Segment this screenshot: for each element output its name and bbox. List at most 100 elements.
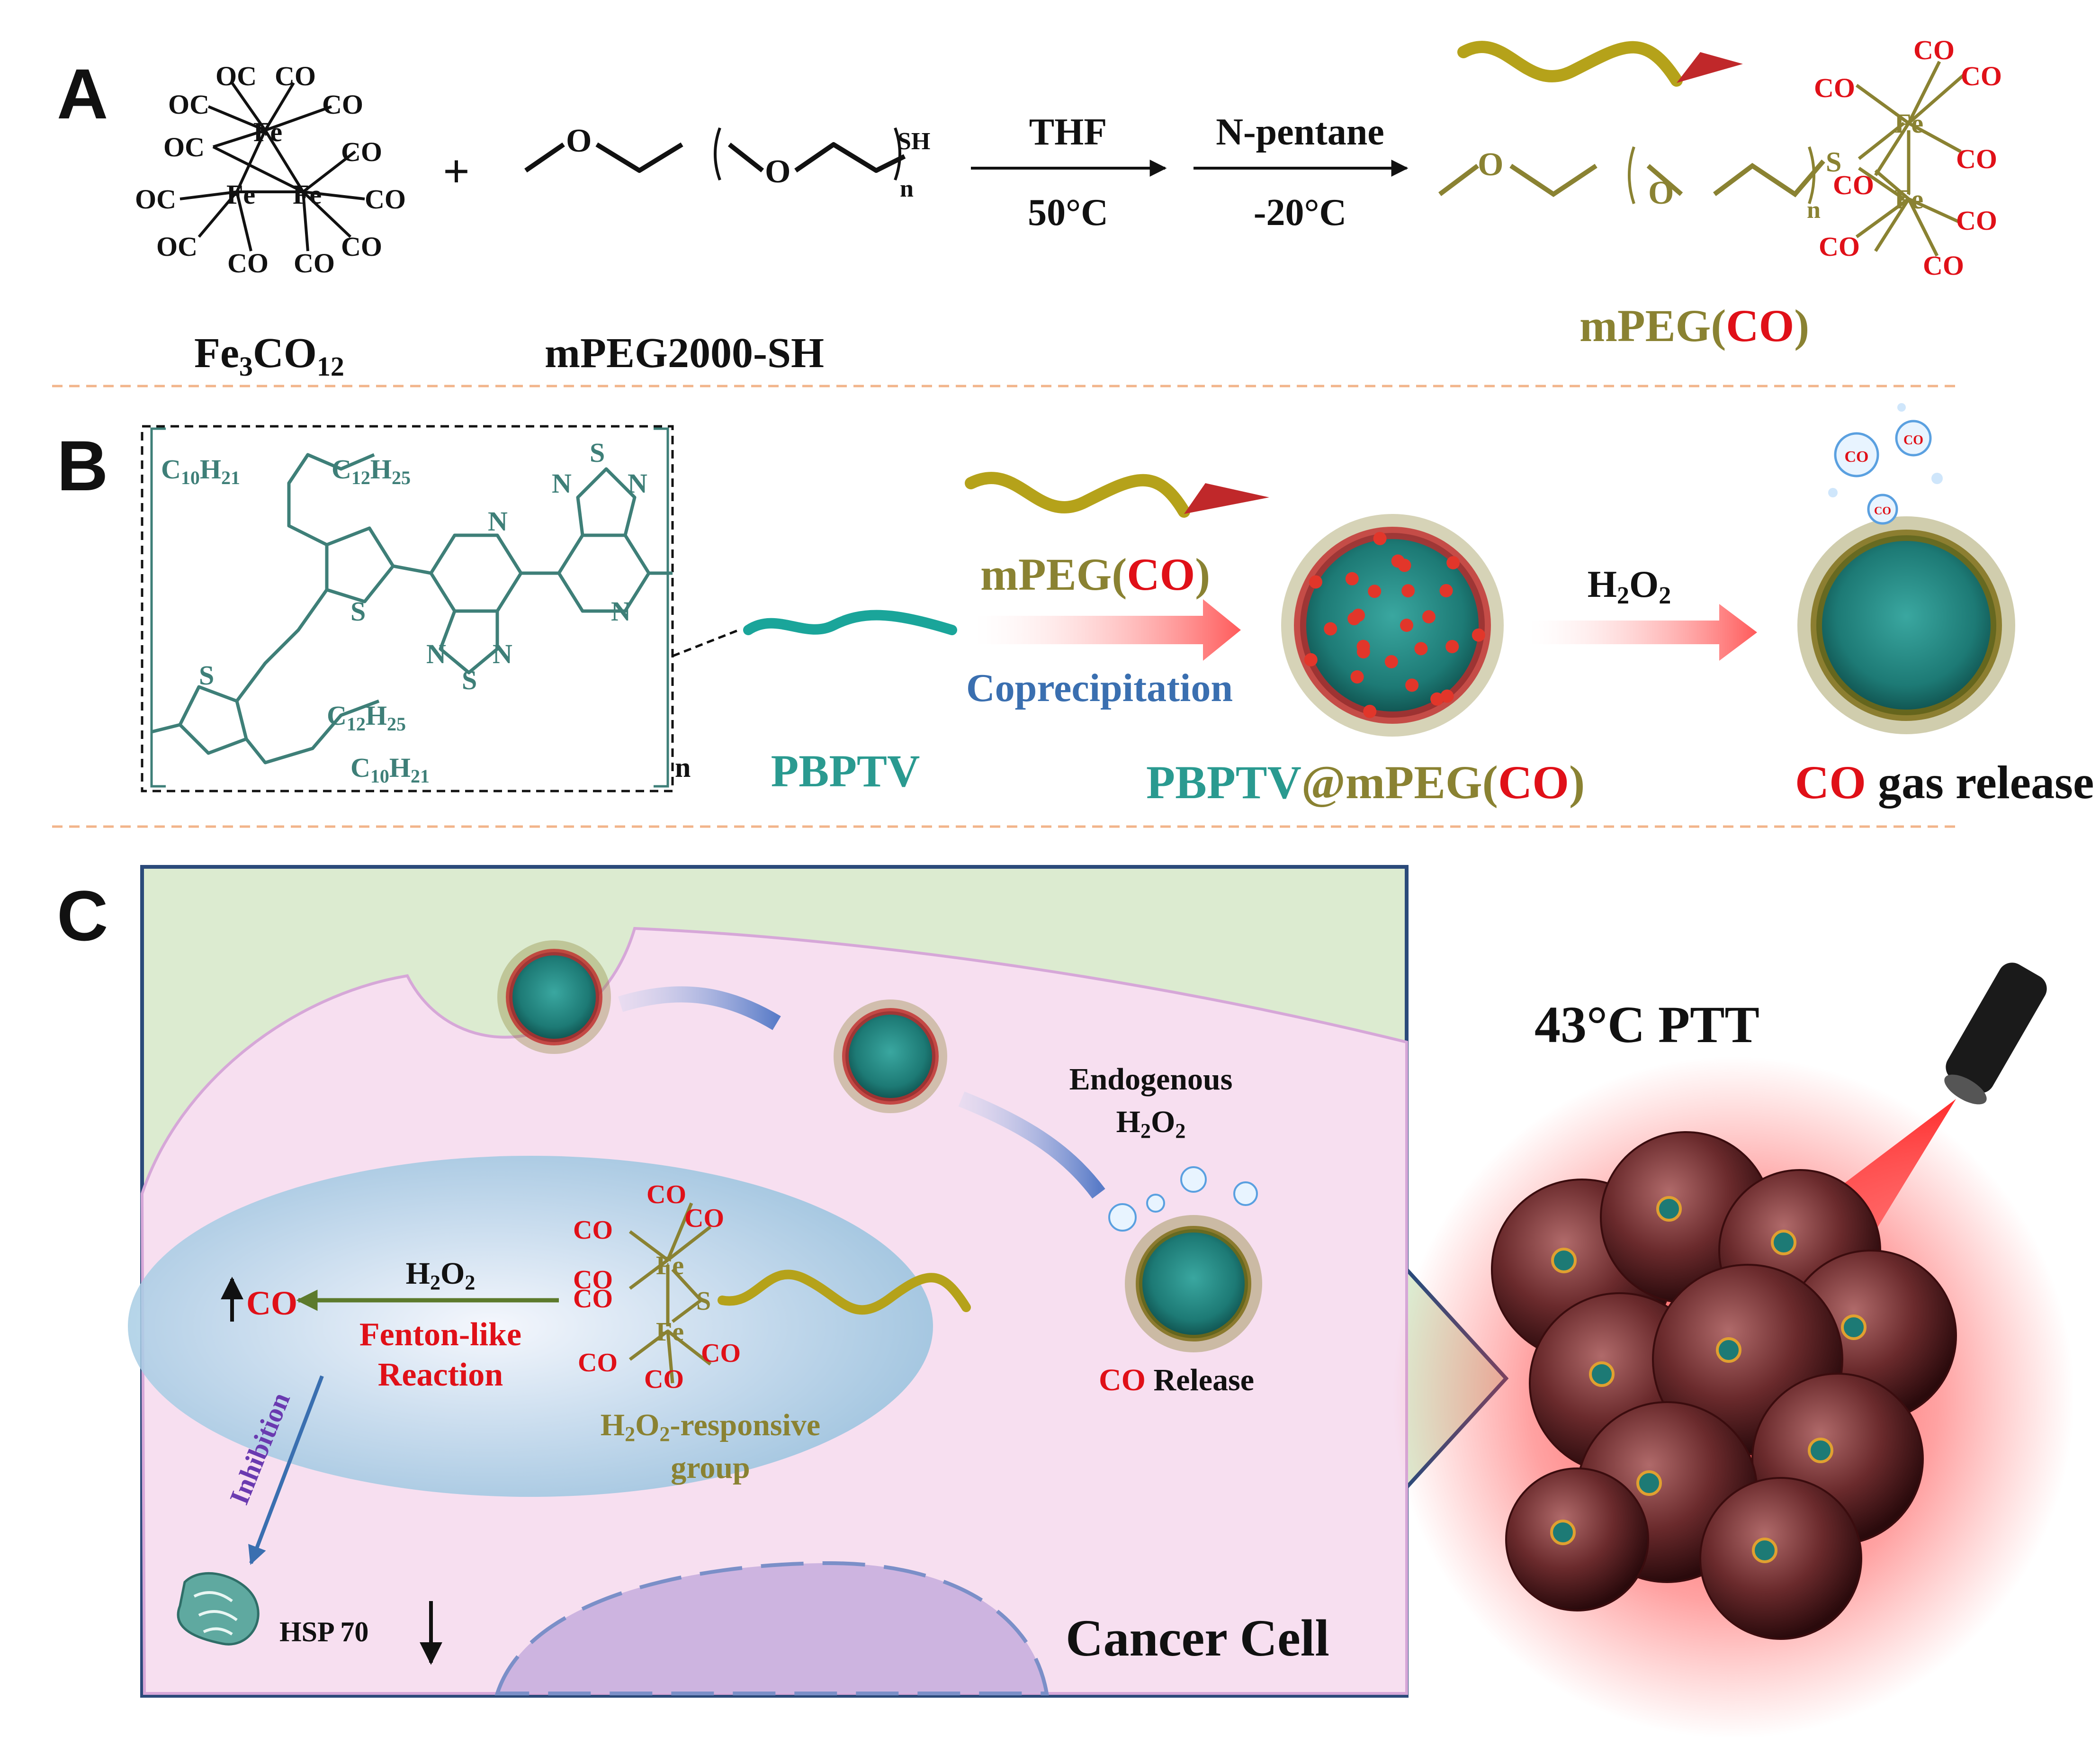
nanoparticle-co-dots <box>1304 531 1485 718</box>
svg-text:CO: CO <box>227 248 269 279</box>
responsive-group-structure <box>628 1202 712 1384</box>
coprecipitation-label: Coprecipitation <box>966 666 1233 710</box>
hsp70-protein-icon <box>177 1572 260 1646</box>
tumor-nanoparticle <box>1656 1196 1682 1222</box>
pbptv-mpeg-co-label: PBPTV@mPEG(CO) <box>1146 756 1585 809</box>
pbptv-chain-cartoon <box>743 610 957 635</box>
tumor-nanoparticle <box>1551 1248 1577 1273</box>
svg-text:N: N <box>611 596 631 627</box>
svg-text:CO: CO <box>275 61 316 91</box>
co-dot <box>1446 556 1460 569</box>
co-dot <box>1309 575 1323 589</box>
svg-text:N: N <box>552 468 572 499</box>
svg-text:CO: CO <box>1913 35 1955 65</box>
ptt-label: 43°C PTT <box>1535 996 1759 1053</box>
svg-text:n: n <box>1807 197 1821 224</box>
co-dot <box>1422 610 1436 624</box>
svg-text:Fe: Fe <box>656 1317 684 1347</box>
svg-text:OC: OC <box>135 184 176 215</box>
svg-text:CO: CO <box>341 231 382 262</box>
fe2-core-fe-labels: Fe Fe <box>1894 108 1923 215</box>
svg-text:OC: OC <box>156 231 197 262</box>
step-2-temp: -20°C <box>1254 192 1346 234</box>
svg-text:CO: CO <box>573 1284 613 1314</box>
svg-text:S: S <box>350 596 366 627</box>
svg-text:Fe: Fe <box>1894 108 1923 139</box>
co-dot <box>1445 639 1459 653</box>
tumor-nanoparticle <box>1636 1470 1662 1496</box>
step-1-temp: 50°C <box>1028 192 1108 234</box>
mpeg-sh-name: mPEG2000-SH <box>545 330 824 377</box>
svg-text:CO: CO <box>341 136 382 167</box>
mpeg-co-cone-cartoon <box>1184 483 1269 514</box>
nanoparticle-co-loaded <box>1281 514 1504 737</box>
fe3co12-name: Fe3CO12 <box>194 330 344 382</box>
nanoparticle-co-release <box>1108 1166 1262 1352</box>
tumor-nanoparticle <box>1550 1520 1576 1545</box>
mpeg-co-structure <box>1438 146 1825 204</box>
mpeg-co-name: mPEG(CO) <box>1579 300 1809 351</box>
fe2-core-bonds <box>1855 61 1967 257</box>
mpeg-co-reagent-label: mPEG(CO) <box>980 549 1210 600</box>
svg-text:Fe: Fe <box>656 1251 684 1280</box>
svg-text:OC: OC <box>163 132 205 162</box>
co-gas-release-label: CO gas release <box>1795 756 2094 809</box>
svg-text:O: O <box>1648 175 1674 211</box>
h2o2-arrow-label: H2O2 <box>1588 564 1671 609</box>
tumor-cluster <box>1491 1131 1957 1640</box>
tumor-nanoparticle <box>1716 1337 1741 1363</box>
svg-text:CO: CO <box>1903 433 1923 448</box>
co-dot <box>1356 639 1370 653</box>
tumor-nanoparticle <box>1771 1230 1796 1255</box>
pbptv-skeleton <box>151 453 673 765</box>
responsive-group-labels: Fe Fe S CO CO CO CO CO CO CO CO <box>573 1180 741 1394</box>
nanoparticle-internalized <box>834 999 947 1113</box>
svg-text:O: O <box>566 123 592 159</box>
svg-text:CO: CO <box>684 1204 724 1233</box>
svg-text:Fe: Fe <box>1894 184 1923 215</box>
svg-text:SH: SH <box>897 128 930 155</box>
tumor-nanoparticle <box>1589 1361 1615 1387</box>
co-dot <box>1430 692 1444 706</box>
zoom-line-top <box>672 629 739 657</box>
reaction-region <box>128 1156 933 1497</box>
svg-text:S: S <box>462 665 477 695</box>
panel-b-letter: B <box>57 426 108 505</box>
tumor-cell <box>1505 1467 1649 1611</box>
mpeg-sh-labels: O O SH n <box>566 123 930 202</box>
fe3co12-labels: OC CO OC CO Fe OC CO OC Fe Fe CO OC CO C… <box>135 61 406 279</box>
mpeg-sh-structure <box>524 127 906 181</box>
svg-text:CO: CO <box>1814 72 1855 103</box>
svg-text:CO: CO <box>322 89 363 120</box>
endogenous-h2o2: H2O2 <box>1116 1105 1186 1143</box>
nucleus <box>494 1561 1049 1695</box>
tumor-nanoparticle <box>1752 1538 1777 1563</box>
repeat-n: n <box>675 752 691 783</box>
svg-text:S: S <box>696 1287 711 1316</box>
nanoparticle-endocytosis <box>497 940 611 1054</box>
svg-text:OC: OC <box>168 89 209 120</box>
svg-text:Fe: Fe <box>253 117 282 147</box>
co-dot <box>1405 678 1419 692</box>
step-2-solvent: N-pentane <box>1216 111 1384 153</box>
hsp70-label: HSP 70 <box>279 1616 368 1647</box>
svg-text:N: N <box>493 639 512 669</box>
coprecipitation-arrow <box>976 599 1241 661</box>
svg-text:Fe: Fe <box>293 179 322 210</box>
svg-text:CO: CO <box>701 1339 741 1368</box>
svg-text:CO: CO <box>1956 205 1997 236</box>
plus-sign: + <box>443 145 470 198</box>
panel-a-letter: A <box>57 54 108 134</box>
svg-text:CO: CO <box>578 1348 618 1377</box>
responsive-group-label-1: H2O2-responsive <box>601 1408 820 1446</box>
repeat-unit-box <box>141 425 674 792</box>
tumor-nanoparticle <box>1808 1438 1833 1463</box>
repeat-bracket-left <box>150 427 166 788</box>
inhibition-arrow <box>248 1375 324 1565</box>
svg-text:CO: CO <box>365 184 406 215</box>
co-dot <box>1304 653 1318 666</box>
cancer-cell-label: Cancer Cell <box>1066 1609 1329 1667</box>
svg-text:C12H25: C12H25 <box>332 454 411 488</box>
fe3co12-structure <box>179 82 365 252</box>
svg-text:CO: CO <box>1874 505 1891 517</box>
